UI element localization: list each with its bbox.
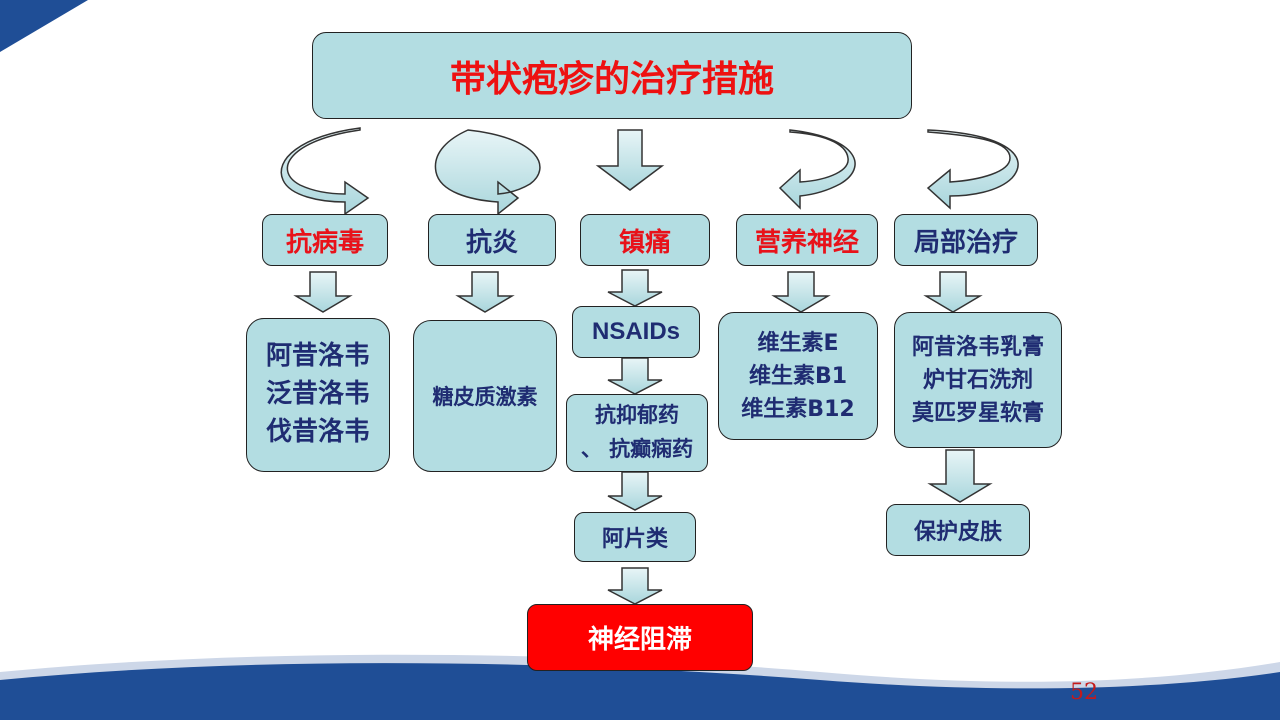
down-arrow-analgesia — [607, 269, 663, 307]
skin-care-box: 保护皮肤 — [886, 504, 1030, 556]
category-topical-label: 局部治疗 — [913, 227, 1018, 258]
antidepressant-line-2: 、 抗癫痫药 — [580, 437, 694, 461]
down-arrow-topical — [923, 271, 983, 313]
category-antiinflammatory-label: 抗炎 — [465, 227, 518, 258]
title-text: 带状疱疹的治疗措施 — [449, 58, 774, 100]
antiinflammatory-drug: 糖皮质激素 — [432, 385, 538, 409]
nsaids-label: NSAIDs — [591, 318, 681, 345]
antiviral-drug-3: 伐昔洛韦 — [265, 416, 370, 447]
antiviral-drug-2: 泛昔洛韦 — [265, 379, 370, 410]
neurotrophic-drug-1: 维生素E — [757, 330, 839, 356]
category-antiviral-label: 抗病毒 — [285, 227, 364, 258]
opioids-label: 阿片类 — [601, 527, 668, 552]
opioids-box: 阿片类 — [574, 512, 696, 562]
nerve-block-label: 神经阻滞 — [587, 625, 692, 655]
curved-arrow-5 — [926, 129, 1019, 210]
antidepressant-line-1: 抗抑郁药 — [595, 403, 679, 428]
neurotrophic-drug-3: 维生素B12 — [741, 396, 855, 422]
down-arrow-antidepressant — [607, 471, 663, 511]
topical-drug-3: 莫匹罗星软膏 — [911, 400, 1044, 426]
down-arrow-skin-care — [927, 449, 993, 503]
down-arrow-antiviral — [293, 271, 353, 313]
category-neurotrophic: 营养神经 — [736, 214, 878, 266]
down-arrow-antiinflammatory — [455, 271, 515, 313]
topical-drug-1: 阿昔洛韦乳膏 — [911, 334, 1044, 360]
category-antiviral: 抗病毒 — [262, 214, 388, 266]
page-number: 52 — [1070, 680, 1098, 705]
topical-drug-2: 炉甘石洗剂 — [922, 367, 1033, 393]
nsaids-box: NSAIDs — [572, 306, 700, 358]
neurotrophic-drug-box: 维生素E 维生素B1 维生素B12 — [718, 312, 878, 440]
neurotrophic-drug-2: 维生素B1 — [748, 363, 848, 389]
corner-triangle — [0, 0, 88, 52]
category-neurotrophic-label: 营养神经 — [754, 227, 859, 258]
skin-care-label: 保护皮肤 — [913, 520, 1002, 545]
category-analgesia-label: 镇痛 — [618, 227, 671, 258]
diagram-title: 带状疱疹的治疗措施 — [312, 32, 912, 119]
curved-arrow-2 — [434, 129, 541, 216]
down-arrow-opioids — [607, 567, 663, 605]
curved-arrow-1 — [280, 127, 370, 216]
category-analgesia: 镇痛 — [580, 214, 710, 266]
down-arrow-nsaids — [607, 357, 663, 395]
antidepressant-box: 抗抑郁药 、 抗癫痫药 — [566, 394, 708, 472]
antiviral-drug-1: 阿昔洛韦 — [265, 341, 370, 372]
category-topical: 局部治疗 — [894, 214, 1038, 266]
antiinflammatory-drug-box: 糖皮质激素 — [413, 320, 557, 472]
antiviral-drug-box: 阿昔洛韦 泛昔洛韦 伐昔洛韦 — [246, 318, 390, 472]
topical-drug-box: 阿昔洛韦乳膏 炉甘石洗剂 莫匹罗星软膏 — [894, 312, 1062, 448]
category-antiinflammatory: 抗炎 — [428, 214, 556, 266]
curved-arrow-4 — [778, 129, 856, 210]
nerve-block-box: 神经阻滞 — [527, 604, 753, 671]
down-arrow-neurotrophic — [771, 271, 831, 313]
footer-wave — [0, 663, 1280, 720]
down-arrow-3 — [595, 129, 665, 191]
